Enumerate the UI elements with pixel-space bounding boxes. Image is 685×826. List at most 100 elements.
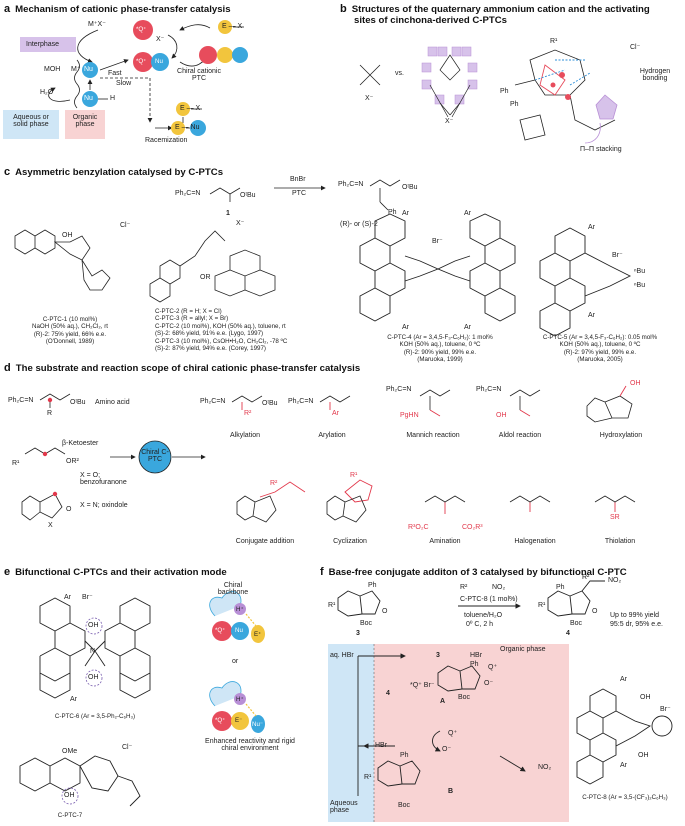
vs-label: vs. bbox=[395, 70, 404, 77]
aqueous-box bbox=[3, 110, 59, 139]
panel-e-structures bbox=[19, 591, 265, 807]
f-qbr: *Q⁺ Br⁻ bbox=[410, 682, 435, 689]
f-ominus-a: O⁻ bbox=[484, 680, 494, 687]
e-q-circle-1 bbox=[212, 621, 232, 641]
fast-label: Fast bbox=[108, 70, 122, 77]
cptc1-caption: C-PTC-1 (10 mol%) NaOH (50% aq.), CH₂Cl₂… bbox=[32, 316, 108, 346]
cptc4-caption: C-PTC-4 (Ar = 3,4,5-F₃-C₆H₂): 1 mol% KOH… bbox=[387, 334, 493, 364]
sm-formula: Ph₂C=N bbox=[175, 190, 201, 197]
e-ar-2: Ar bbox=[70, 696, 77, 703]
interphase-box bbox=[20, 37, 76, 52]
rx-thiolation: Thiolation bbox=[604, 538, 636, 545]
f-sm-label: 3 bbox=[356, 630, 360, 637]
cptc23-caption: C-PTC-2 (R = H; X = Cl) C-PTC-3 (R = all… bbox=[155, 308, 288, 353]
d-r2-1: R² bbox=[244, 410, 252, 417]
d-sr: SR bbox=[610, 514, 620, 521]
panel-a-diagram bbox=[48, 20, 248, 136]
e-e-text-1: E⁺ bbox=[254, 631, 262, 638]
nu-pair-text: Nu bbox=[155, 58, 163, 65]
e-nu-text-1: Nu bbox=[235, 627, 243, 634]
f-outcome-1: Up to 99% yield bbox=[610, 612, 660, 619]
r1-b: R¹ bbox=[550, 38, 558, 45]
f-hbr-left: HBr bbox=[375, 742, 388, 749]
d-ph2cn-3: Ph₂C=N bbox=[386, 386, 412, 393]
e-circle bbox=[218, 20, 232, 34]
panel-f-structures bbox=[337, 580, 673, 822]
product-obu: OᵗBu bbox=[402, 184, 418, 191]
d-x: X bbox=[48, 522, 53, 529]
f-r2-reag: R² bbox=[460, 584, 468, 591]
f-oh-c8a: OH bbox=[640, 694, 651, 701]
aqueous-label: Aqueous or solid phase bbox=[13, 114, 49, 129]
f-aq-hbr: aq. HBr bbox=[330, 652, 354, 659]
nbu-c5b: ⁿBu bbox=[634, 282, 646, 289]
f-boc-sm: Boc bbox=[360, 620, 373, 627]
e-nu-text-2: Nu⁻ bbox=[252, 721, 264, 728]
cptc5-caption: C-PTC-5 (Ar = 3,4,5-F₃-C₆H₂): 0.05 mol% … bbox=[542, 334, 658, 364]
product-formula: Ph₂C=N bbox=[338, 181, 364, 188]
pi-stacking-label: Π–Π stacking bbox=[580, 146, 622, 153]
f-boc-a: Boc bbox=[458, 694, 471, 701]
f-hbr-top: HBr bbox=[470, 652, 483, 659]
e-ar-1: Ar bbox=[64, 594, 71, 601]
e-h-circle-2 bbox=[234, 693, 246, 705]
ar-c4d: Ar bbox=[464, 324, 471, 331]
ar-c5b: Ar bbox=[588, 312, 595, 319]
e-nu-circle-2 bbox=[251, 715, 265, 733]
f-ph-sm: Ph bbox=[368, 582, 377, 589]
f-cond-solvent: toluene/H₂O bbox=[464, 612, 503, 619]
rx-conjugate: Conjugate addition bbox=[235, 538, 295, 545]
f-outcome-2: 95:5 dr, 95% e.e. bbox=[610, 621, 663, 628]
f-cond-cat: C-PTC-8 (1 mol%) bbox=[460, 596, 518, 603]
product-ph: Ph bbox=[388, 209, 397, 216]
e-e-text-2: E⁻ bbox=[235, 717, 243, 724]
hub-circle bbox=[138, 440, 172, 474]
enu-label: E — Nu bbox=[175, 124, 200, 131]
d-ar-2: Ar bbox=[332, 410, 339, 417]
qx-circle bbox=[133, 20, 153, 40]
e-h-text-1: H⁺ bbox=[236, 606, 244, 613]
xminus-b2: X⁻ bbox=[445, 118, 454, 125]
rx-alkylation: Alkylation bbox=[230, 432, 260, 439]
panel-d-structures bbox=[21, 385, 636, 523]
mplus-label: M⁺ bbox=[71, 66, 81, 73]
d-r: R bbox=[47, 410, 53, 417]
panel-letter: a bbox=[4, 3, 11, 15]
sub-oxindole: X = N; oxindole bbox=[80, 502, 128, 509]
e-nu-circle-1 bbox=[231, 622, 249, 640]
cl-c1: Cl⁻ bbox=[120, 222, 131, 229]
chiral-ptc-label: Chiral cationic PTC bbox=[177, 68, 221, 83]
organic-phase-box bbox=[374, 644, 569, 822]
e-q-text-1: *Q⁺ bbox=[215, 627, 226, 634]
hbond-label: Hydrogen bonding bbox=[639, 68, 671, 83]
or-c2: OR bbox=[200, 274, 211, 281]
q-text: *Q⁺ bbox=[136, 58, 147, 65]
rx-cyclization: Cyclization bbox=[333, 538, 367, 545]
sub-benzofuranone: X = O; benzofuranone bbox=[80, 472, 127, 487]
wavy-interface bbox=[74, 59, 80, 109]
e-q-circle-2 bbox=[212, 711, 232, 731]
nu-text: Nu bbox=[84, 66, 93, 73]
e-caption-7: C-PTC-7 bbox=[57, 812, 83, 819]
q-circle bbox=[133, 52, 153, 72]
e-e-circle-1 bbox=[251, 625, 265, 643]
aqueous-phase-box bbox=[328, 644, 374, 822]
d-obu: OᵗBu bbox=[70, 399, 86, 406]
e-caption-6: C-PTC-6 (Ar = 3,5-Ph₂-C₆H₃) bbox=[54, 713, 136, 720]
e-br: Br⁻ bbox=[82, 594, 93, 601]
f-four-cyc: 4 bbox=[386, 690, 390, 697]
e-n: N bbox=[90, 648, 96, 655]
qx-text: *Q⁺ bbox=[136, 26, 147, 33]
f-o-sm: O bbox=[382, 608, 388, 615]
nu-circle bbox=[82, 62, 98, 78]
f-boc-b: Boc bbox=[398, 802, 411, 809]
rx-mannich: Mannich reaction bbox=[406, 432, 460, 439]
